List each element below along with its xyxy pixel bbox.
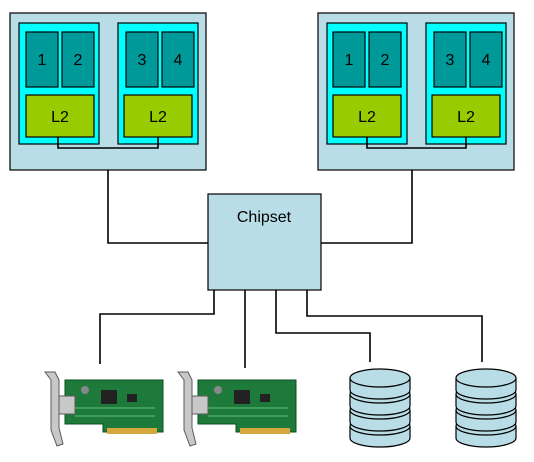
processor-1: 1 2 L2 3 4 L2 xyxy=(317,12,515,171)
core-block xyxy=(469,31,503,88)
network-card-icon xyxy=(177,371,297,447)
core-label: 4 xyxy=(482,52,491,69)
processor-0: 1 2 L2 3 4 L2 xyxy=(9,12,207,171)
core-label: 2 xyxy=(381,52,390,69)
io-wire-disk-1 xyxy=(275,290,371,362)
core-label: 3 xyxy=(138,52,147,69)
core-block xyxy=(61,31,95,88)
fsb-wire-right xyxy=(321,170,413,244)
l2-cache xyxy=(25,94,95,138)
cache-label: L2 xyxy=(51,109,69,126)
chipset-label: Chipset xyxy=(237,209,292,226)
cache-label: L2 xyxy=(457,109,475,126)
core-label: 1 xyxy=(345,52,354,69)
core-block xyxy=(368,31,402,88)
die-0: 1 2 L2 xyxy=(326,22,408,145)
core-block xyxy=(161,31,195,88)
core-block xyxy=(433,31,467,88)
disk-stack-icon xyxy=(349,368,411,448)
die-1: 3 4 L2 xyxy=(117,22,199,145)
io-wire-disk-2 xyxy=(306,290,483,362)
cache-label: L2 xyxy=(149,109,167,126)
core-block xyxy=(332,31,366,88)
cache-label: L2 xyxy=(358,109,376,126)
chipset: Chipset xyxy=(207,193,322,291)
io-wire-nic-1 xyxy=(99,290,215,364)
die-0: 1 2 L2 xyxy=(18,22,100,145)
core-label: 4 xyxy=(174,52,183,69)
core-block xyxy=(125,31,159,88)
core-block xyxy=(25,31,59,88)
disk-stack-icon xyxy=(455,368,517,448)
core-label: 3 xyxy=(446,52,455,69)
l2-cache xyxy=(332,94,402,138)
fsb-wire-left xyxy=(107,170,208,244)
core-label: 1 xyxy=(38,52,47,69)
internal-bus xyxy=(57,137,159,149)
internal-bus xyxy=(366,137,467,149)
network-card-icon xyxy=(44,371,164,447)
l2-cache xyxy=(431,94,501,138)
die-1: 3 4 L2 xyxy=(425,22,507,145)
core-label: 2 xyxy=(74,52,83,69)
chipset-box xyxy=(207,193,322,291)
